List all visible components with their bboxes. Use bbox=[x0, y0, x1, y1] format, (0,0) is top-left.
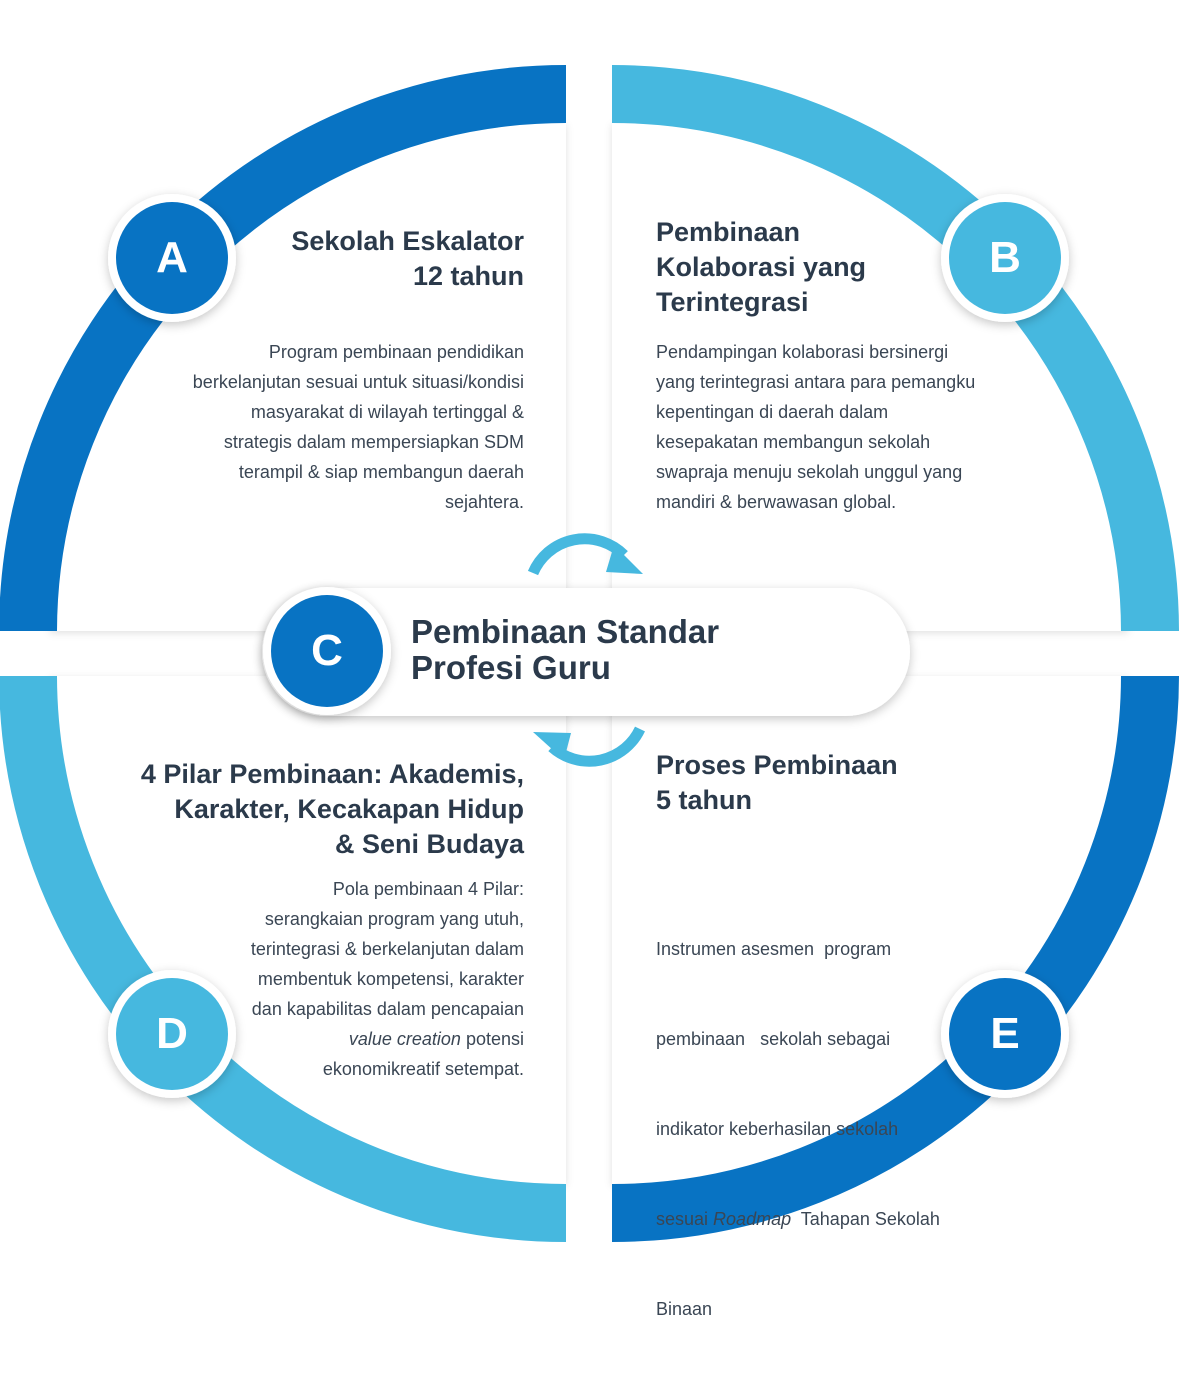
quadrant-d-title: 4 Pilar Pembinaan: Akademis, Karakter, K… bbox=[94, 757, 524, 862]
body-line: kepentingan di daerah dalam bbox=[656, 402, 889, 422]
title-line: Karakter, Kecakapan Hidup bbox=[174, 794, 524, 824]
badge-d bbox=[116, 978, 228, 1090]
badge-d-letter: D bbox=[156, 1009, 188, 1058]
body-line: masyarakat di wilayah tertinggal & bbox=[250, 402, 524, 422]
badge-a bbox=[116, 202, 228, 314]
title-line: Sekolah Eskalator bbox=[291, 226, 524, 256]
quadrant-a-title: Sekolah Eskalator 12 tahun bbox=[224, 224, 524, 294]
quadrant-d-body: Pola pembinaan 4 Pilar: serangkaian prog… bbox=[174, 874, 524, 1084]
title-line: 5 tahun bbox=[656, 785, 753, 815]
quadrant-card-b bbox=[612, 123, 1128, 631]
title-line: Pembinaan Standar bbox=[411, 613, 720, 650]
italic-term: value creation bbox=[348, 1029, 461, 1049]
quadrant-card-e bbox=[612, 676, 1128, 1184]
badge-e bbox=[949, 978, 1061, 1090]
body-line: indikator keberhasilan sekolah bbox=[656, 1119, 899, 1139]
quadrant-e-title: Proses Pembinaan 5 tahun bbox=[656, 748, 956, 818]
badge-b-letter: B bbox=[989, 233, 1021, 282]
center-title: Pembinaan Standar Profesi Guru bbox=[411, 614, 831, 686]
title-line: 4 Pilar Pembinaan: Akademis, bbox=[140, 759, 524, 789]
body-line: terintegrasi & berkelanjutan dalam bbox=[250, 939, 524, 959]
badge-a-letter: A bbox=[156, 233, 188, 282]
body-line: membentuk kompetensi, karakter bbox=[257, 969, 524, 989]
quadrant-a-body: Program pembinaan pendidikan berkelanjut… bbox=[124, 337, 524, 517]
body-line: yang terintegrasi antara para pemangku bbox=[656, 372, 976, 392]
body-line: value creation potensi bbox=[174, 1024, 524, 1054]
body-line: sesuai Roadmap Tahapan Sekolah bbox=[656, 1204, 976, 1234]
body-line: Instrumen asesmen program bbox=[656, 939, 892, 959]
quadrant-e-body: Instrumen asesmen program pembinaan seko… bbox=[656, 874, 976, 1384]
title-line: Pembinaan bbox=[656, 217, 801, 247]
title-line: Proses Pembinaan bbox=[656, 750, 898, 780]
body-fragment: sesuai bbox=[656, 1209, 709, 1229]
body-line: berkelanjutan sesuai untuk situasi/kondi… bbox=[192, 372, 524, 392]
body-line: serangkaian program yang utuh, bbox=[264, 909, 524, 929]
badge-b bbox=[949, 202, 1061, 314]
body-line: dan kapabilitas dalam pencapaian bbox=[251, 999, 524, 1019]
body-fragment: Tahapan Sekolah bbox=[800, 1209, 940, 1229]
cycle-arrow-top-head bbox=[606, 545, 643, 574]
title-line: Terintegrasi bbox=[656, 287, 809, 317]
title-line: Profesi Guru bbox=[411, 649, 611, 686]
body-line: pembinaan sekolah sebagai bbox=[656, 1029, 891, 1049]
center-pill bbox=[262, 588, 910, 716]
body-line: Pendampingan kolaborasi bersinergi bbox=[656, 342, 949, 362]
body-line: swapraja menuju sekolah unggul yang bbox=[656, 462, 963, 482]
body-line: mandiri & berwawasan global. bbox=[656, 492, 897, 512]
body-line: Program pembinaan pendidikan bbox=[268, 342, 524, 362]
title-line: 12 tahun bbox=[412, 261, 524, 291]
badge-c bbox=[271, 595, 383, 707]
ring-graphic bbox=[0, 65, 1179, 1242]
badge-e-letter: E bbox=[990, 1009, 1020, 1058]
cycle-arrow-bottom-head bbox=[533, 732, 571, 760]
body-line: Pola pembinaan 4 Pilar: bbox=[332, 879, 524, 899]
body-line: Binaan bbox=[656, 1299, 713, 1319]
body-line: kesepakatan membangun sekolah bbox=[656, 432, 931, 452]
quadrant-card-d bbox=[50, 676, 566, 1184]
body-line: terampil & siap membangun daerah bbox=[238, 462, 524, 482]
italic-term: Roadmap bbox=[713, 1209, 792, 1229]
body-line: ekonomikreatif setempat. bbox=[322, 1059, 524, 1079]
body-line: strategis dalam mempersiapkan SDM bbox=[223, 432, 524, 452]
cycle-diagram: A B C D E Sekolah Eskalator 12 tahun Pro… bbox=[0, 65, 1179, 1319]
quadrant-b-body: Pendampingan kolaborasi bersinergi yang … bbox=[656, 337, 1056, 517]
quadrant-card-a bbox=[50, 123, 566, 631]
body-fragment: potensi bbox=[465, 1029, 524, 1049]
title-line: Kolaborasi yang bbox=[656, 252, 867, 282]
body-line: sejahtera. bbox=[444, 492, 524, 512]
title-line: & Seni Budaya bbox=[334, 829, 524, 859]
badge-c-letter: C bbox=[311, 626, 343, 675]
quadrant-b-title: Pembinaan Kolaborasi yang Terintegrasi bbox=[656, 215, 936, 320]
cycle-arrow-top bbox=[527, 533, 628, 576]
